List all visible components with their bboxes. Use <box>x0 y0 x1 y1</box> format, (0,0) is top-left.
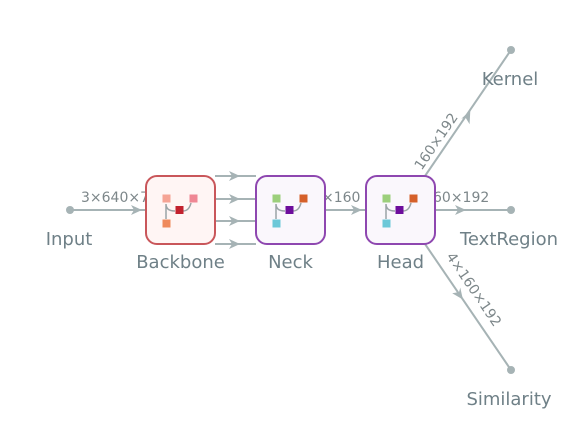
similarity-port[interactable] <box>507 366 515 374</box>
neck-label: Neck <box>268 252 313 273</box>
edge-head-kernel <box>424 46 515 177</box>
similarity-label: Similarity <box>466 389 551 410</box>
edge-label-head-similarity: 4×160×192 <box>443 250 505 330</box>
head-node[interactable] <box>365 175 436 245</box>
edge-neck-head <box>325 205 366 215</box>
network-icon <box>382 194 418 228</box>
textregion-port[interactable] <box>507 206 515 214</box>
edge-input-backbone <box>66 205 146 215</box>
edge-head-textregion <box>435 205 515 215</box>
neck-node[interactable] <box>255 175 326 245</box>
edge-head-similarity <box>424 243 515 374</box>
backbone-node[interactable] <box>145 175 216 245</box>
input-label: Input <box>46 229 93 250</box>
kernel-port[interactable] <box>507 46 515 54</box>
edge-label-neck-head: ×160 <box>322 190 360 206</box>
edge-label-head-textregion: 60×192 <box>433 190 489 206</box>
textregion-label: TextRegion <box>459 229 558 250</box>
network-icon <box>162 194 198 228</box>
edge-label-input-backbone: 3×640×768 <box>81 190 167 206</box>
edge-label-head-kernel: 160×192 <box>412 110 462 173</box>
edge-backbone-neck <box>215 171 256 249</box>
head-label: Head <box>377 252 424 273</box>
kernel-label: Kernel <box>482 69 539 90</box>
backbone-label: Backbone <box>136 252 225 273</box>
input-port[interactable] <box>66 206 74 214</box>
network-icon <box>272 194 308 228</box>
